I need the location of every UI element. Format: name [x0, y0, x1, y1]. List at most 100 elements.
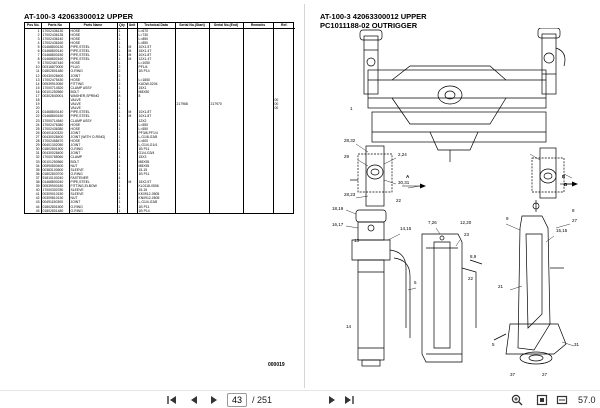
table-cell: 1 — [116, 48, 127, 54]
table-cell — [242, 130, 273, 135]
diagram-title: AT-100-3 42063300012 UPPER — [320, 12, 427, 21]
table-cell: 4 — [116, 175, 127, 180]
table-cell: 1 — [116, 36, 127, 41]
table-cell: 17002468470 — [40, 139, 69, 144]
table-cell — [174, 110, 209, 115]
table-cell: M — [126, 57, 137, 62]
table-cell: 1 — [116, 171, 127, 176]
table-cell: 1 — [116, 32, 127, 37]
zoom-level[interactable]: 57.0 — [578, 395, 596, 405]
table-cell — [174, 36, 209, 41]
table-cell: JOINT (WITH O-RING) — [68, 134, 117, 140]
table-cell — [208, 28, 243, 33]
table-cell — [136, 98, 175, 103]
table-cell: KK0912-0505 — [136, 192, 175, 197]
last-page-button[interactable] — [342, 393, 356, 407]
table-cell — [126, 143, 137, 148]
table-cell: 10 — [35, 65, 40, 70]
table-cell: 1 — [116, 57, 127, 62]
table-cell — [272, 122, 295, 127]
table-cell — [242, 188, 273, 193]
first-page-button[interactable] — [165, 393, 179, 407]
table-cell: FASTENER — [68, 175, 117, 180]
table-cell: 20 — [35, 106, 40, 111]
table-cell: L=850 — [136, 36, 175, 41]
next-page-button[interactable] — [207, 393, 221, 407]
table-cell — [208, 98, 243, 103]
table-cell — [208, 188, 243, 193]
table-cell — [242, 196, 273, 201]
table-cell: 00401100320 — [40, 130, 69, 135]
fit-page-button[interactable] — [535, 393, 549, 407]
zoom-in-icon — [511, 394, 523, 406]
page-number-input[interactable]: 43 — [227, 393, 247, 407]
table-cell: HOSE — [68, 32, 117, 37]
zoom-in-button[interactable] — [510, 393, 524, 407]
table-cell — [272, 110, 295, 115]
table-cell: JOINT — [68, 130, 117, 135]
table-cell: 1 — [116, 106, 127, 111]
column-header: Pos No. — [25, 23, 41, 29]
table-cell: 17 — [35, 94, 40, 98]
table-cell — [242, 81, 273, 86]
table-cell — [126, 36, 137, 41]
table-cell — [126, 139, 137, 144]
table-cell: 15X2.5T — [136, 179, 175, 185]
table-cell: 1 — [116, 28, 127, 33]
table-cell: HOSE — [68, 139, 117, 144]
table-cell: 9 — [37, 61, 40, 66]
table-cell — [174, 204, 209, 209]
table-cell — [208, 77, 243, 82]
table-cell: VALVE — [68, 106, 117, 111]
table-cell — [126, 151, 137, 156]
table-cell — [174, 122, 209, 127]
table-cell: 40 — [35, 188, 40, 193]
table-cell: L=550 — [136, 126, 175, 131]
table-cell: 28 — [35, 139, 40, 144]
callout-label: B — [562, 174, 566, 179]
column-header: Parts Name — [68, 23, 117, 29]
table-cell: 1 — [116, 114, 127, 119]
table-cell: HOSE — [68, 40, 117, 45]
fit-page-icon — [536, 394, 548, 406]
previous-page-button[interactable] — [187, 393, 201, 407]
table-cell: L,G1/4-G3/8 — [136, 200, 175, 205]
table-cell — [272, 139, 295, 144]
table-cell: 1 — [116, 155, 127, 160]
callout-label: 31 — [574, 342, 580, 347]
table-cell: 1 — [116, 167, 127, 172]
table-cell: HOSE — [68, 36, 117, 41]
table-cell: 00539900180 — [40, 184, 69, 189]
table-cell — [126, 89, 137, 94]
table-cell: CLAMP ASSY — [68, 118, 117, 123]
table-cell — [40, 102, 69, 107]
table-cell — [272, 44, 295, 49]
table-cell — [126, 126, 137, 131]
table-cell: 01468800240 — [40, 179, 69, 185]
table-cell — [272, 114, 295, 119]
table-cell — [272, 179, 295, 185]
table-cell: 00383100600 — [40, 167, 69, 172]
table-cell: 00302840001 — [40, 94, 69, 99]
table-cell — [136, 106, 175, 111]
table-cell — [208, 147, 243, 152]
table-cell: 25 — [35, 126, 40, 131]
table-cell: FITTING,ELBOW — [68, 184, 117, 189]
table-cell — [126, 171, 137, 176]
table-cell: 30 — [35, 147, 40, 152]
column-header: Qty — [116, 23, 127, 29]
table-cell — [126, 200, 137, 205]
table-cell: 39 — [35, 184, 40, 189]
table-cell: 1 — [116, 147, 127, 152]
table-cell — [126, 184, 137, 189]
table-cell: PIPE,STEEL — [68, 110, 117, 115]
next-page-alt-button[interactable] — [325, 393, 339, 407]
fit-width-button[interactable] — [555, 393, 569, 407]
first-page-icon — [167, 396, 176, 404]
